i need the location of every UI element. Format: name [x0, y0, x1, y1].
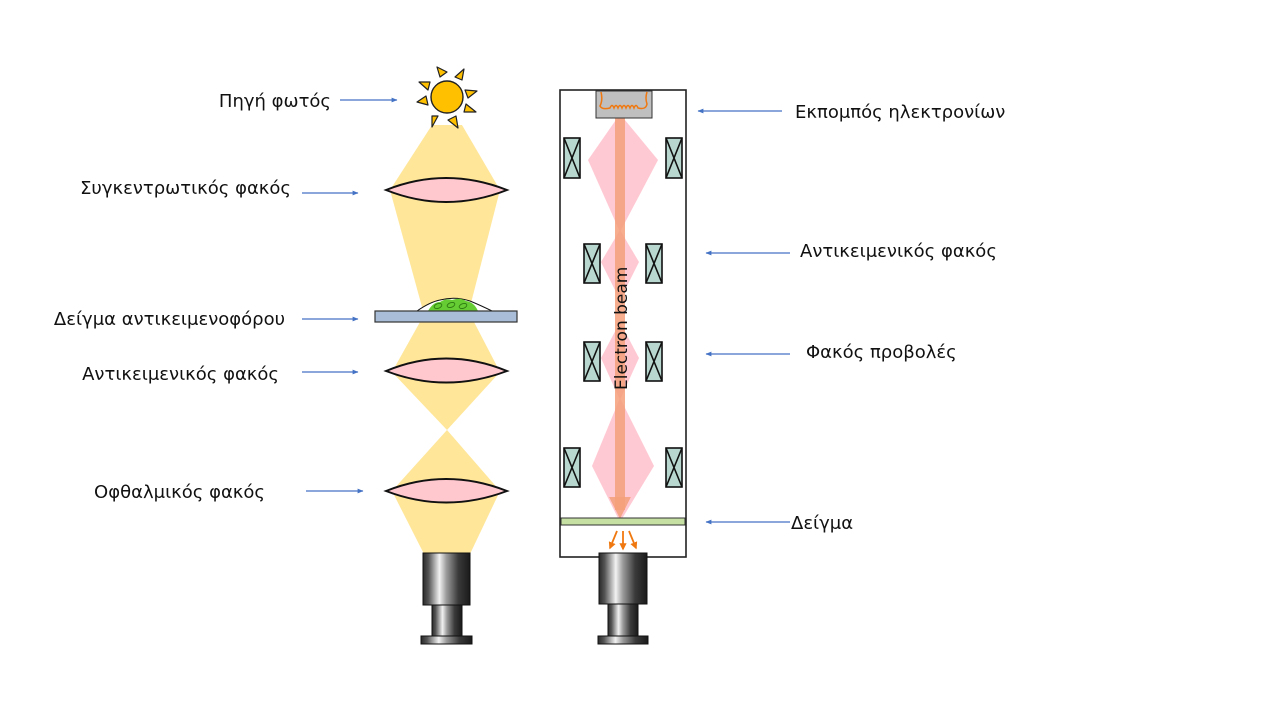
specimen-strip — [560, 517, 686, 526]
electron-microscope: Electron beam — [559, 89, 687, 645]
light-cone-ocular-out — [392, 491, 500, 554]
light-microscope — [374, 66, 518, 645]
label-projector-lens: Φακός προβολές — [806, 342, 957, 363]
coil-objective-left — [583, 243, 601, 284]
coil-condenser-left — [563, 137, 581, 179]
detector — [597, 552, 649, 645]
coil-projector-left — [583, 341, 601, 382]
filament — [599, 91, 648, 111]
objective-lens — [383, 357, 510, 384]
label-light-source: Πηγή φωτός — [219, 91, 331, 112]
light-cone-ocular-in — [392, 430, 500, 491]
condenser-lens — [383, 177, 510, 203]
light-cone-condenser — [390, 190, 500, 307]
coil-lower-left — [563, 447, 581, 488]
coil-objective-right — [645, 243, 663, 284]
eyepiece — [420, 552, 473, 645]
label-em-objective-lens: Αντικειμενικός φακός — [800, 241, 997, 262]
label-electron-emitter: Εκπομπός ηλεκτρονίων — [795, 102, 1005, 123]
light-path — [390, 125, 500, 554]
sun-icon — [416, 66, 478, 129]
scattered-electrons — [608, 530, 638, 551]
electron-emitter — [595, 90, 653, 119]
ocular-lens — [383, 478, 510, 504]
coil-projector-right — [645, 341, 663, 382]
label-condenser-lens: Συγκεντρωτικός φακός — [80, 178, 291, 199]
electron-beam-label: Electron beam — [612, 267, 632, 390]
light-cone-source — [390, 125, 500, 190]
slide-specimen — [374, 297, 518, 323]
coil-lower-right — [665, 447, 683, 488]
label-slide-specimen: Δείγμα αντικειμενοφόρου — [54, 309, 285, 330]
label-objective-lens: Αντικειμενικός φακός — [82, 364, 279, 385]
left-labels: Πηγή φωτός Συγκεντρωτικός φακός Δείγμα α… — [54, 91, 398, 503]
electromagnetic-coils — [563, 137, 683, 488]
label-specimen: Δείγμα — [791, 513, 853, 534]
light-cone-objective — [392, 372, 500, 430]
right-labels: Εκπομπός ηλεκτρονίων Αντικειμενικός φακό… — [697, 102, 1005, 534]
glass-slide — [374, 310, 518, 323]
coil-condenser-right — [665, 137, 683, 179]
label-ocular-lens: Οφθαλμικός φακός — [94, 482, 265, 503]
light-cone-slide — [392, 322, 500, 372]
